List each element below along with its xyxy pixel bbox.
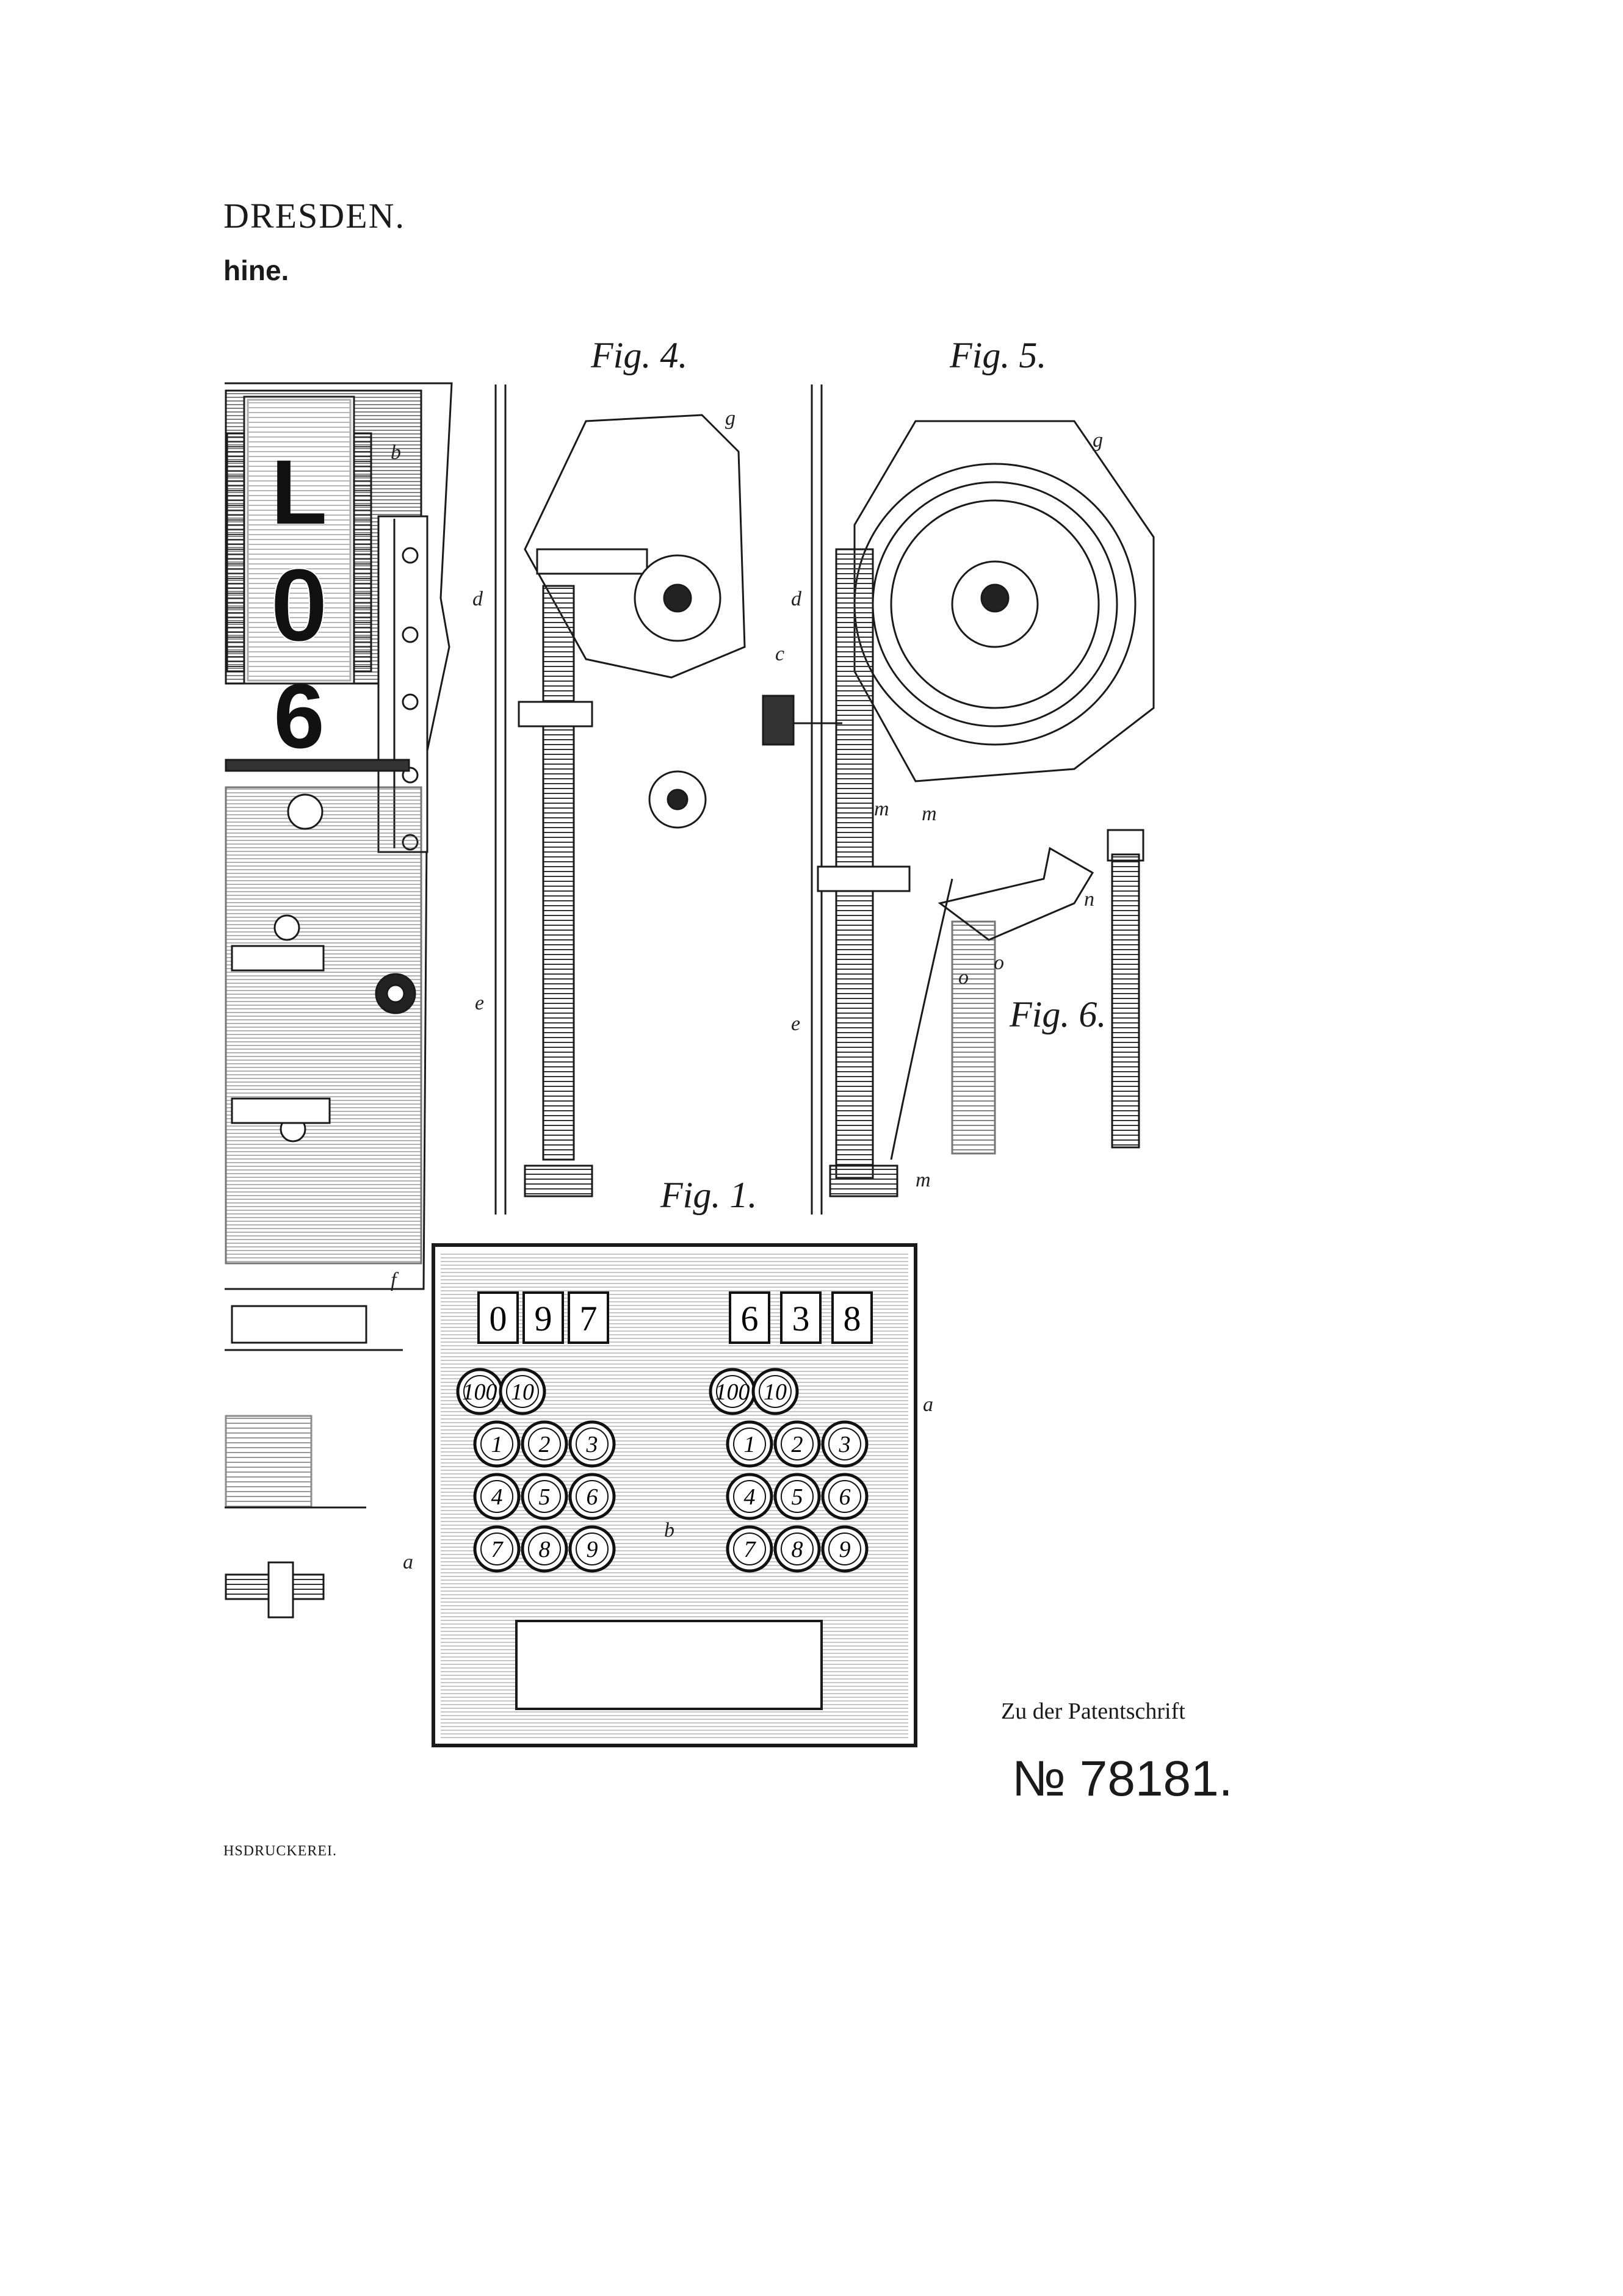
- right-key-10: 10: [751, 1368, 799, 1415]
- left-key-10: 10: [499, 1368, 546, 1415]
- left-key-10-label: 10: [511, 1379, 534, 1405]
- display-left-digit-2: 7: [580, 1299, 598, 1338]
- right-key-8-label: 8: [792, 1537, 803, 1562]
- display-right-digit-1: 3: [792, 1299, 810, 1338]
- left-key-8-label: 8: [539, 1537, 551, 1562]
- left-key-9: 9: [568, 1525, 616, 1573]
- left-key-3-label: 3: [586, 1432, 598, 1457]
- left-key-9-label: 9: [587, 1537, 598, 1562]
- svg-text:e: e: [791, 1013, 800, 1035]
- header-city: DRESDEN.: [223, 196, 405, 236]
- svg-text:e: e: [475, 992, 484, 1014]
- left-key-5: 5: [521, 1473, 568, 1520]
- left-key-1-label: 1: [491, 1432, 503, 1457]
- svg-text:o: o: [994, 951, 1004, 974]
- patent-number: № 78181.: [1012, 1751, 1233, 1807]
- svg-text:b: b: [664, 1519, 674, 1542]
- right-key-5-label: 5: [792, 1484, 803, 1510]
- right-key-6-label: 6: [839, 1484, 851, 1510]
- right-key-7-label: 7: [744, 1537, 757, 1562]
- right-key-7: 7: [726, 1525, 773, 1573]
- svg-text:n: n: [1084, 888, 1094, 911]
- svg-text:g: g: [725, 407, 736, 430]
- display-right-digit-0: 6: [741, 1299, 759, 1338]
- right-key-1-label: 1: [744, 1432, 756, 1457]
- right-key-100: 100: [709, 1368, 756, 1415]
- left-key-6-label: 6: [587, 1484, 598, 1510]
- right-key-9: 9: [821, 1525, 869, 1573]
- right-key-2: 2: [773, 1420, 821, 1468]
- left-key-3: 3: [568, 1420, 616, 1468]
- patent-caption: Zu der Patentschrift: [1001, 1699, 1185, 1724]
- right-key-10-label: 10: [764, 1379, 787, 1405]
- display-left: 0 9 7: [477, 1291, 609, 1344]
- svg-text:d: d: [791, 588, 802, 610]
- left-key-7: 7: [473, 1525, 521, 1573]
- display-right: 6 3 8: [729, 1291, 873, 1344]
- drum-digit-2: 6: [273, 665, 324, 767]
- right-key-4-label: 4: [744, 1484, 756, 1510]
- right-key-3-label: 3: [839, 1432, 851, 1457]
- header-subtitle: hine.: [223, 255, 289, 286]
- left-key-5-label: 5: [539, 1484, 551, 1510]
- right-key-2-label: 2: [792, 1432, 803, 1457]
- fig5-drawing: [811, 384, 1155, 1215]
- svg-text:m: m: [916, 1169, 931, 1191]
- svg-text:f: f: [391, 1269, 399, 1291]
- fig4-label: Fig. 4.: [591, 335, 688, 375]
- right-key-5: 5: [773, 1473, 821, 1520]
- left-key-8: 8: [521, 1525, 568, 1573]
- fig4-drawing: [494, 384, 842, 1215]
- left-key-4-label: 4: [491, 1484, 503, 1510]
- right-key-6: 6: [821, 1473, 869, 1520]
- right-key-8: 8: [773, 1525, 821, 1573]
- left-key-7-label: 7: [491, 1537, 504, 1562]
- right-key-100-label: 100: [715, 1379, 750, 1405]
- svg-text:m: m: [874, 798, 889, 820]
- fig6-drawing: [938, 829, 1144, 1155]
- left-key-2-label: 2: [539, 1432, 551, 1457]
- right-key-9-label: 9: [839, 1537, 851, 1562]
- right-key-1: 1: [726, 1420, 773, 1468]
- left-key-2: 2: [521, 1420, 568, 1468]
- left-key-4: 4: [473, 1473, 521, 1520]
- right-key-4: 4: [726, 1473, 773, 1520]
- keypads: 100 10 1 2 3 4 5 6 7 8 9 100 10 1 2 3 4 5 6 7 8 9: [456, 1368, 869, 1573]
- printer-imprint: HSDRUCKEREI.: [223, 1843, 338, 1859]
- left-key-100: 100: [456, 1368, 504, 1415]
- svg-text:d: d: [472, 588, 483, 610]
- fig1-label: Fig. 1.: [660, 1175, 757, 1215]
- fig6-label: Fig. 6.: [1010, 994, 1107, 1034]
- display-left-digit-0: 0: [490, 1299, 507, 1338]
- svg-text:a: a: [923, 1393, 933, 1416]
- left-key-6: 6: [568, 1473, 616, 1520]
- left-key-1: 1: [473, 1420, 521, 1468]
- left-key-100-label: 100: [463, 1379, 497, 1405]
- right-key-3: 3: [821, 1420, 869, 1468]
- drum-digit-0: L: [271, 441, 327, 543]
- svg-text:m: m: [922, 803, 937, 825]
- svg-text:g: g: [1093, 429, 1103, 452]
- svg-text:b: b: [391, 441, 401, 464]
- svg-text:a: a: [403, 1551, 413, 1573]
- svg-text:c: c: [775, 643, 784, 665]
- display-left-digit-1: 9: [535, 1299, 552, 1338]
- drum-digit-1: 0: [270, 547, 328, 663]
- left-mechanism: [225, 382, 453, 1619]
- svg-text:o: o: [958, 966, 969, 989]
- fig5-label: Fig. 5.: [950, 335, 1047, 375]
- display-right-digit-2: 8: [844, 1299, 861, 1338]
